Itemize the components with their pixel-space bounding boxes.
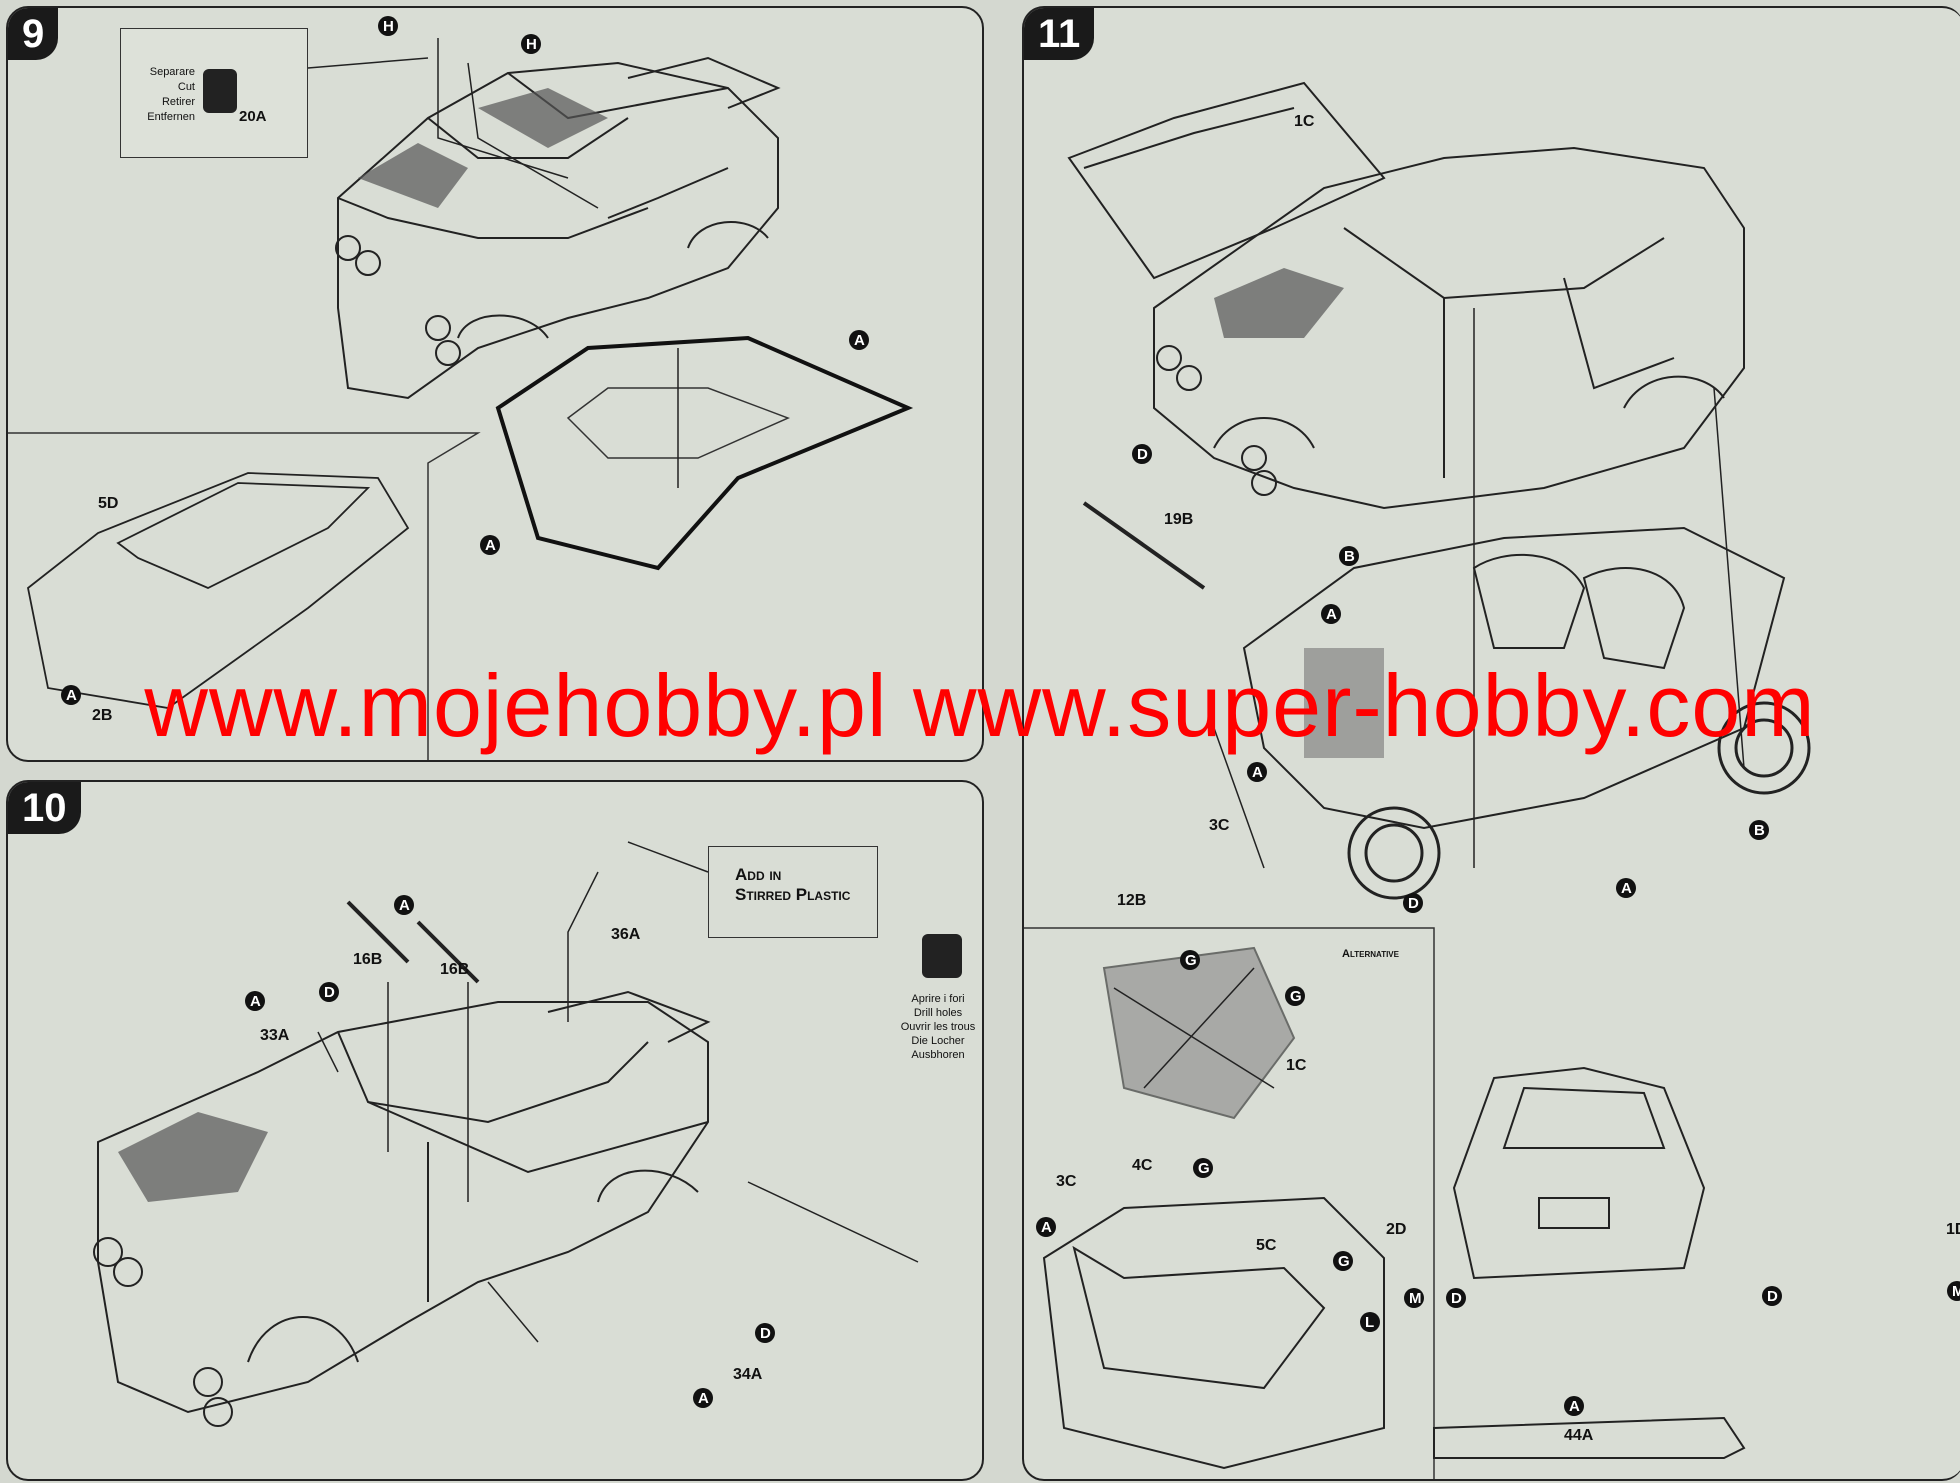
part-label-1d: 1D <box>1946 1221 1960 1238</box>
step-10-drawing: A A D D A 36A 16B 16B 33A 34A <box>93 841 919 1427</box>
svg-text:A: A <box>1252 764 1263 781</box>
svg-text:D: D <box>1137 446 1148 463</box>
svg-text:A: A <box>1041 1219 1052 1236</box>
step-9-drawing: 5D H H A A A 2B <box>8 16 914 760</box>
part-label-5c: 5C <box>1256 1237 1277 1254</box>
part-label-36a: 36A <box>611 926 641 943</box>
stirred-text-1: Add in <box>735 865 782 884</box>
step-11-drawing: 1C <box>1024 81 1960 1479</box>
part-label-2d: 2D <box>1386 1221 1406 1238</box>
callouts-10: A A D D A <box>245 895 775 1408</box>
drill-instruction: Aprire i fori Drill holes Ouvrir les tro… <box>888 992 982 1062</box>
svg-text:A: A <box>1621 880 1632 897</box>
callouts-9: H H A A A <box>61 16 869 705</box>
part-label-2b: 2B <box>92 707 112 724</box>
part-label-16b-left: 16B <box>353 951 382 968</box>
svg-text:A: A <box>1569 1398 1580 1415</box>
drill-text-3: Ouvrir les trous <box>900 1021 976 1033</box>
svg-text:D: D <box>324 984 335 1001</box>
knife-icon <box>203 69 237 113</box>
part-label-1c-top: 1C <box>1294 113 1315 130</box>
svg-text:M: M <box>1952 1283 1960 1300</box>
step-9-panel: 9 Separare Cut Retirer Entfernen 20A <box>6 6 984 762</box>
svg-text:G: G <box>1198 1160 1210 1177</box>
svg-text:M: M <box>1409 1290 1422 1307</box>
step-11-panel: 11 1C <box>1022 6 1960 1481</box>
part-label-33a: 33A <box>260 1027 290 1044</box>
svg-text:H: H <box>526 36 537 53</box>
svg-text:A: A <box>399 897 410 914</box>
cut-text-4: Entfernen <box>147 111 195 123</box>
callouts-11: D B A A B A D G G G A G M D L D M A <box>1036 444 1960 1416</box>
svg-text:D: D <box>1767 1288 1778 1305</box>
svg-text:A: A <box>698 1390 709 1407</box>
cut-text-1: Separare <box>149 66 195 78</box>
radiator-grille <box>1304 648 1384 758</box>
svg-text:D: D <box>1408 895 1419 912</box>
part-label-3c-alt: 3C <box>1056 1173 1077 1190</box>
svg-text:A: A <box>250 993 261 1010</box>
part-label-34a: 34A <box>733 1366 763 1383</box>
svg-text:B: B <box>1344 548 1355 565</box>
svg-text:H: H <box>383 18 394 35</box>
svg-text:B: B <box>1754 822 1765 839</box>
cut-text-2: Cut <box>177 81 195 93</box>
svg-text:G: G <box>1338 1253 1350 1270</box>
drill-text-1: Aprire i fori <box>911 993 965 1005</box>
stirred-plastic-box: Add in Stirred Plastic <box>708 846 878 938</box>
step-10-panel: 10 <box>6 780 984 1481</box>
step-number-10: 10 <box>8 782 81 834</box>
svg-text:L: L <box>1365 1314 1374 1331</box>
svg-text:A: A <box>66 687 77 704</box>
part-label-16b-right: 16B <box>440 961 469 978</box>
step-number-11: 11 <box>1024 8 1095 60</box>
part-label-5d: 5D <box>98 495 118 512</box>
part-label-4c: 4C <box>1132 1157 1153 1174</box>
cut-instruction-box: Separare Cut Retirer Entfernen 20A <box>120 28 308 158</box>
part-label-3c-top: 3C <box>1209 817 1230 834</box>
svg-text:G: G <box>1185 952 1197 969</box>
step-number-9: 9 <box>8 8 59 60</box>
svg-text:A: A <box>854 332 865 349</box>
svg-text:A: A <box>1326 606 1337 623</box>
watermark-text: www.mojehobby.pl www.super-hobby.com <box>144 656 1816 755</box>
svg-text:G: G <box>1290 988 1302 1005</box>
part-label-20a: 20A <box>239 108 267 125</box>
svg-text:D: D <box>1451 1290 1462 1307</box>
part-label-44a: 44A <box>1564 1427 1594 1444</box>
svg-text:D: D <box>760 1325 771 1342</box>
cut-text-3: Retirer <box>161 96 195 108</box>
part-label-12b: 12B <box>1117 892 1146 909</box>
part-label-19b: 19B <box>1164 511 1193 528</box>
part-label-1c-alt: 1C <box>1286 1057 1307 1074</box>
stirred-text-2: Stirred Plastic <box>735 885 851 904</box>
svg-text:A: A <box>485 537 496 554</box>
drill-text-4: Die Locher Ausbhoren <box>911 1035 965 1061</box>
drill-icon <box>922 934 962 978</box>
drill-text-2: Drill holes <box>913 1007 963 1019</box>
alternative-label: Alternative <box>1342 948 1399 960</box>
